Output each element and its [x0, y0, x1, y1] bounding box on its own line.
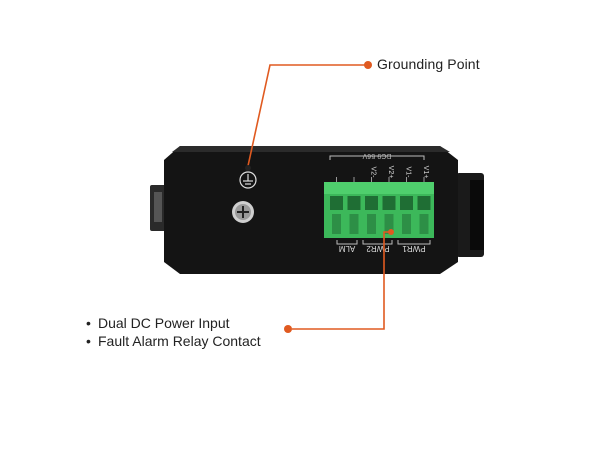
voltage-label: DC9-56V	[362, 152, 391, 159]
terminal-screw-slot	[365, 196, 378, 210]
power-callout-list: Dual DC Power Input Fault Alarm Relay Co…	[86, 314, 261, 350]
terminal-wire-slot	[419, 214, 429, 234]
terminal-block	[324, 182, 434, 238]
pin-label: V2-	[370, 167, 377, 179]
pin-label: V1-	[405, 167, 412, 179]
terminal-wire-slot	[349, 214, 359, 234]
terminal-wire-slot	[402, 214, 411, 234]
group-label-alm: ALM	[338, 244, 355, 253]
terminal-wire-slot	[367, 214, 376, 234]
terminal-wire-slot	[332, 214, 341, 234]
grounding-screw-icon	[232, 201, 254, 223]
terminal-wire-slot	[384, 214, 394, 234]
pin-label: V2+	[387, 166, 394, 179]
grounding-icon	[239, 171, 257, 189]
terminal-screw-slot	[330, 196, 343, 210]
terminal-screw-slot	[400, 196, 413, 210]
pin-labels: V2- V2+ V1- V1+	[336, 166, 429, 182]
grounding-callout-label: Grounding Point	[377, 56, 480, 72]
group-label-pwr1: PWR1	[402, 244, 426, 253]
pin-label: V1+	[422, 166, 429, 179]
callout-line-power	[292, 231, 391, 330]
terminal-screw-slot	[382, 196, 396, 210]
group-label-pwr2: PWR2	[366, 244, 390, 253]
callout-dot-power	[284, 325, 292, 333]
terminal-screw-slot	[417, 196, 431, 210]
terminal-screw-slot	[347, 196, 361, 210]
callout-dot-grounding	[364, 61, 372, 69]
power-callout-item: Fault Alarm Relay Contact	[86, 332, 261, 350]
power-callout-item: Dual DC Power Input	[86, 314, 261, 332]
